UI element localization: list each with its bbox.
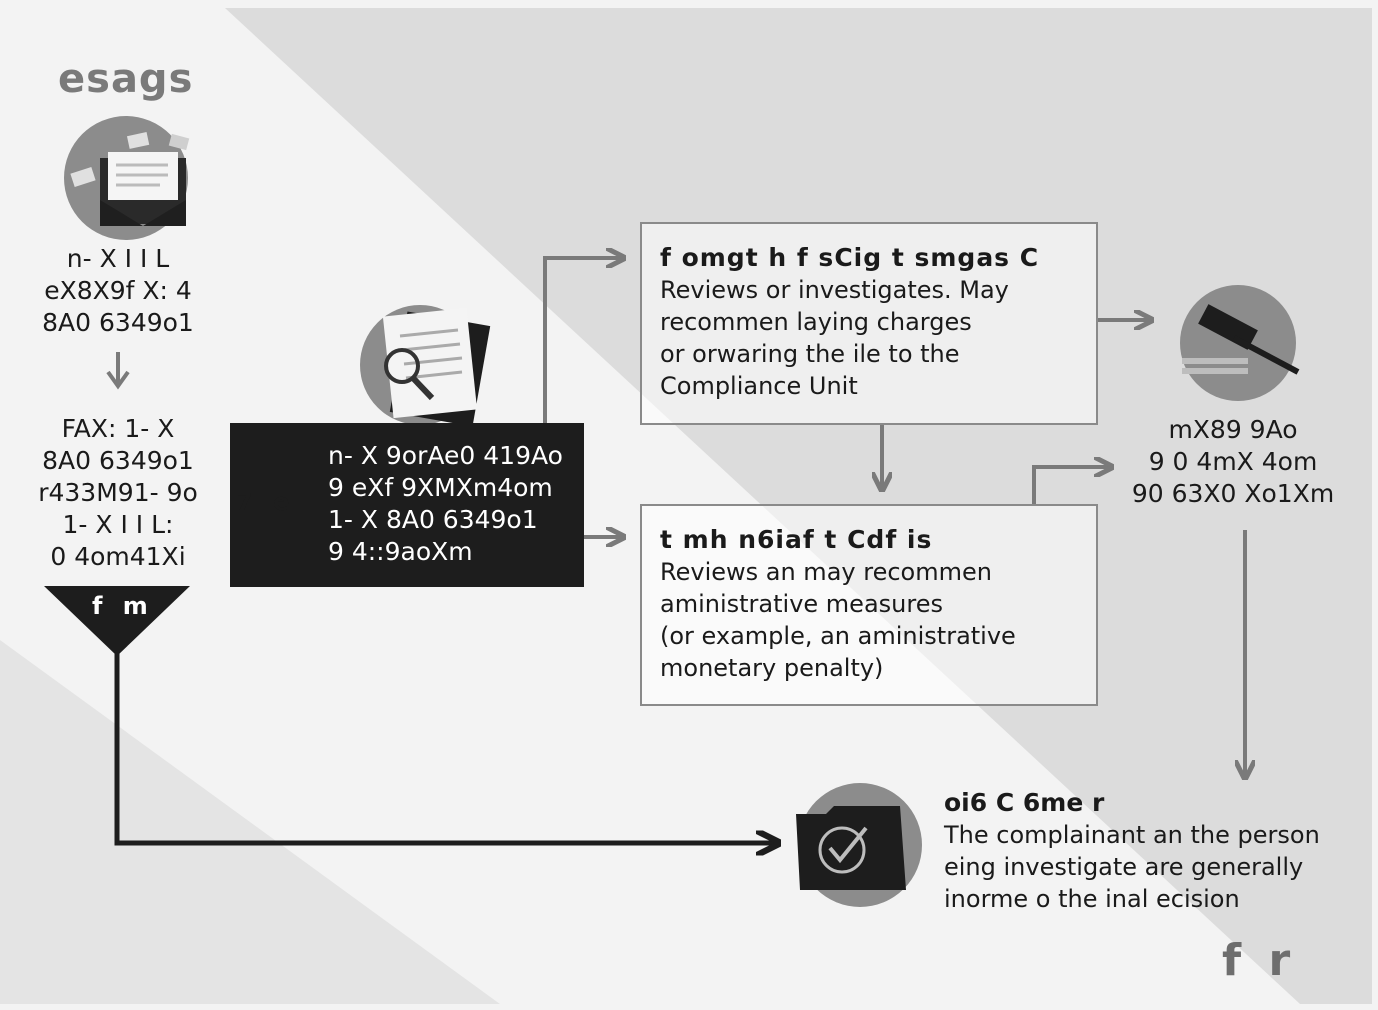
review-step-text: n- X 9orAe0 419Ao 9 eXf 9XMXm4om 1- X 8A… [328, 441, 563, 566]
compliance-box: t mh n6iaf t Cdf is Reviews an may recom… [640, 504, 1098, 706]
envelope-icon [64, 116, 190, 240]
review-step-box [230, 423, 584, 587]
lower-left-band [0, 640, 500, 1004]
review-step-label: 7 e [236, 488, 296, 516]
arrow-envelope-down [106, 370, 130, 390]
investigation-body: Reviews or investigates. May recommen la… [660, 276, 1009, 400]
arrow-funnel-to-folder [114, 652, 776, 843]
final-decision-title: oi6 C 6me r [944, 788, 1105, 817]
funnel-shape [44, 586, 190, 656]
document-search-icon [360, 305, 491, 427]
arrow-bottom-box-to-gavel [1032, 467, 1110, 504]
intake-text: n- X I I L eX8X9f X: 4 8A0 6349o1 [42, 244, 194, 337]
investigation-title: f omgt h f sCig t smgas C [660, 243, 1040, 272]
final-decision-body: The complainant an the person eing inves… [944, 821, 1320, 913]
funnel-label: f m [92, 592, 154, 620]
compliance-body: Reviews an may recommen aministrative me… [660, 558, 1016, 682]
diagram-heading: esags [58, 56, 194, 102]
compliance-title: t mh n6iaf t Cdf is [660, 525, 933, 554]
intake-options-text: FAX: 1- X 8A0 6349o1 r433M91- 9o 1- X I … [38, 414, 198, 571]
corner-label: f r [1222, 935, 1297, 986]
gavel-icon [1180, 285, 1300, 401]
investigation-box: f omgt h f sCig t smgas C Reviews or inv… [640, 222, 1098, 425]
arrow-to-top-box [543, 258, 622, 423]
folder-check-icon [796, 783, 922, 907]
prosecution-text: mX89 9Ao 9 0 4mX 4om 90 63X0 Xo1Xm [1131, 415, 1335, 508]
